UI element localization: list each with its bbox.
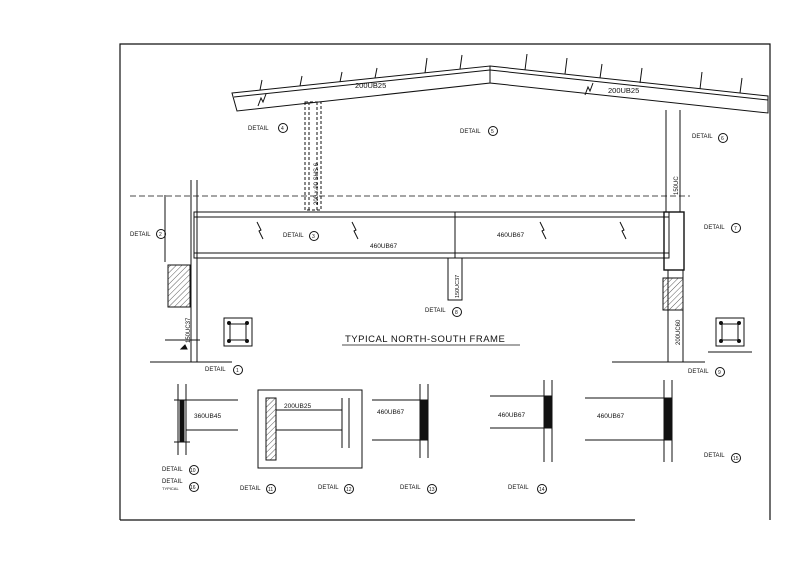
svg-text:DETAIL: DETAIL	[248, 126, 269, 132]
svg-text:13: 13	[429, 487, 435, 493]
svg-text:DETAIL: DETAIL	[318, 485, 339, 491]
section-12-label: 200UB25	[284, 403, 311, 410]
detail-tag-1: DETAIL 1	[205, 365, 243, 375]
rafter-right-label: 200UB25	[608, 86, 639, 95]
detail-tag-12: DETAIL 12	[318, 484, 354, 494]
detail-tag-16: DETAIL TYPICAL 16	[162, 479, 199, 492]
svg-text:1: 1	[236, 368, 239, 374]
section-10	[174, 384, 238, 455]
hanger	[447, 257, 463, 301]
svg-text:7: 7	[734, 226, 737, 232]
svg-text:2: 2	[159, 232, 162, 238]
svg-text:16: 16	[190, 485, 196, 491]
strut-label: 200 x 90 SHS 6	[314, 162, 320, 205]
detail-tag-3: DETAIL 3	[283, 231, 319, 241]
detail-tag-15: DETAIL 15	[704, 453, 741, 463]
svg-text:10: 10	[190, 468, 196, 474]
section-13-label: 460UB67	[377, 409, 404, 416]
svg-text:15: 15	[733, 456, 739, 462]
detail-tag-7: DETAIL 7	[704, 223, 741, 233]
svg-text:DETAIL: DETAIL	[688, 369, 709, 375]
svg-text:DETAIL: DETAIL	[240, 486, 261, 492]
left-column	[150, 180, 232, 363]
svg-text:DETAIL: DETAIL	[162, 479, 183, 485]
svg-text:DETAIL: DETAIL	[692, 134, 713, 140]
detail-tag-4: DETAIL 4	[248, 123, 288, 133]
drawing-title: TYPICAL NORTH-SOUTH FRAME	[345, 334, 505, 345]
svg-text:DETAIL: DETAIL	[205, 367, 226, 373]
section-12	[257, 389, 363, 469]
svg-text:DETAIL: DETAIL	[460, 129, 481, 135]
svg-text:DETAIL: DETAIL	[704, 453, 725, 459]
detail-tag-5: DETAIL 5	[460, 126, 498, 136]
sheet-border	[119, 43, 771, 520]
section-10-label: 360UB45	[194, 413, 221, 420]
detail-tag-2: DETAIL 2	[130, 229, 166, 239]
section-14-label: 460UB67	[498, 412, 525, 419]
detail-tag-11: DETAIL 11	[240, 484, 276, 494]
svg-text:DETAIL: DETAIL	[400, 485, 421, 491]
detail-tag-8: DETAIL 8	[425, 307, 462, 317]
svg-text:9: 9	[718, 370, 721, 376]
section-15-label: 460UB67	[597, 413, 624, 420]
svg-text:12: 12	[346, 487, 352, 493]
detail-tag-10: DETAIL 10	[162, 465, 199, 475]
left-column-label: 150UC37	[186, 317, 192, 343]
section-13	[372, 384, 429, 458]
right-column-bottom-label: 200UC60	[676, 319, 682, 345]
svg-text:DETAIL: DETAIL	[283, 233, 304, 239]
base-plate-left	[223, 317, 253, 347]
svg-text:DETAIL: DETAIL	[704, 225, 725, 231]
svg-text:4: 4	[281, 126, 284, 132]
hanger-label: 150UC37	[455, 275, 461, 298]
svg-text:TYPICAL: TYPICAL	[162, 486, 179, 491]
right-column-top-label: 150UC	[674, 176, 680, 195]
svg-text:11: 11	[268, 487, 273, 493]
beam-left-label: 460UB67	[370, 243, 397, 250]
svg-text:8: 8	[455, 310, 458, 316]
detail-tag-13: DETAIL 13	[400, 484, 437, 494]
svg-text:14: 14	[539, 487, 545, 493]
roof-rafters	[231, 53, 769, 114]
beam-right-label: 460UB67	[497, 232, 524, 239]
strut	[304, 101, 322, 211]
base-plate-right	[708, 317, 752, 353]
svg-text:DETAIL: DETAIL	[425, 308, 446, 314]
svg-text:DETAIL: DETAIL	[162, 467, 183, 473]
detail-tag-14: DETAIL 14	[508, 484, 547, 494]
main-beam	[130, 195, 690, 259]
svg-text:5: 5	[491, 129, 494, 135]
right-column	[612, 110, 705, 363]
section-15	[585, 380, 673, 462]
svg-text:DETAIL: DETAIL	[130, 232, 151, 238]
rafter-left-label: 200UB25	[355, 81, 386, 90]
detail-tag-6: DETAIL 6	[692, 133, 728, 143]
detail-tag-9: DETAIL 9	[688, 367, 725, 377]
svg-text:3: 3	[312, 234, 315, 240]
svg-text:DETAIL: DETAIL	[508, 485, 529, 491]
section-14	[490, 380, 553, 462]
svg-text:6: 6	[721, 136, 724, 142]
